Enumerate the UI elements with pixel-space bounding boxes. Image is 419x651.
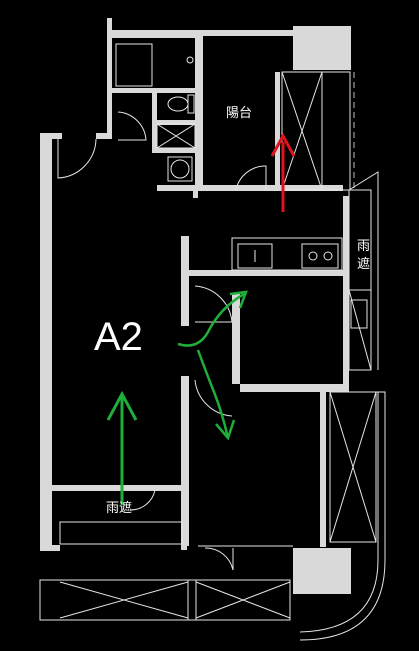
bedroom-door-swing [194,379,233,417]
wall-segment [52,485,182,491]
wall-segment [181,376,189,546]
balcony-label: 陽台 [226,106,252,121]
bottom-door-swing [204,547,234,571]
side-cabinet [348,289,372,371]
canopy-outline [348,171,379,370]
balcony-cross [59,581,189,619]
cooktop [301,243,339,269]
column-bottom-right [293,548,351,594]
toilet-icon [167,96,189,112]
wall-segment [152,93,157,153]
doors [57,111,267,571]
burner-icon [323,251,333,261]
balcony-rail [321,71,351,191]
sink-counter [156,123,196,149]
wall-segment [107,30,199,38]
bath-door-swing [117,111,147,141]
wall-segment [203,30,293,36]
walls [40,18,351,594]
green-arrow-branch-up [177,292,245,347]
red-arrow-head [270,132,296,157]
wall-segment [320,392,326,547]
curved-canopy [299,391,386,641]
green-arrow-head [229,290,248,309]
wall-right-mid [343,196,349,392]
balcony-cross [195,581,291,619]
toilet-tank [187,94,195,114]
kitchen-door-swing [194,285,233,323]
cabinet-cross [281,71,323,191]
wall-segment [203,185,343,191]
fixtures [39,43,386,641]
wall-segment [40,545,60,551]
basin-bowl [170,159,190,179]
canopy-door-swing [129,489,156,511]
shower-area [115,43,153,87]
basin [167,156,193,182]
canopy-label-right-1: 雨 [357,239,370,254]
green-arrow-head [106,390,138,421]
wall-segment [157,185,203,191]
green-arrow-branch-down [196,349,230,439]
arrows [106,132,296,505]
kitchen-counter [231,237,343,271]
wall-segment [107,18,112,138]
green-arrow-head [215,419,236,441]
balcony-door-swing [235,165,267,191]
wall-segment [181,236,189,326]
canopy-label-bottom: 雨遮 [106,500,132,516]
wall-segment [157,120,195,125]
wall-segment [240,384,348,392]
drain-icon [186,56,194,64]
canopy-label-right-2: 遮 [357,256,370,272]
curved-canopy-inner [299,391,379,633]
burner-icon [308,251,318,261]
unit-label: A2 [94,315,143,359]
entry-door-swing [57,138,97,179]
wardrobe-cross [329,391,377,543]
wall-segment [157,148,195,153]
wall-segment [275,72,280,190]
sink-cross [156,123,196,149]
wall-segment [40,133,62,139]
wall-segment [232,294,240,384]
cabinet-cross [348,289,372,371]
kitchen-sink [237,243,273,269]
bottom-canopy [59,521,183,545]
window-box [350,299,368,329]
wall-left [40,133,52,550]
wall-segment [195,30,203,190]
wall-segment [96,133,112,139]
wall-segment [181,540,187,550]
bottom-balcony [39,579,291,621]
wall-segment [193,190,198,198]
wall-segment [189,270,343,276]
column-top-right [293,26,351,70]
wall-segment [112,88,195,93]
